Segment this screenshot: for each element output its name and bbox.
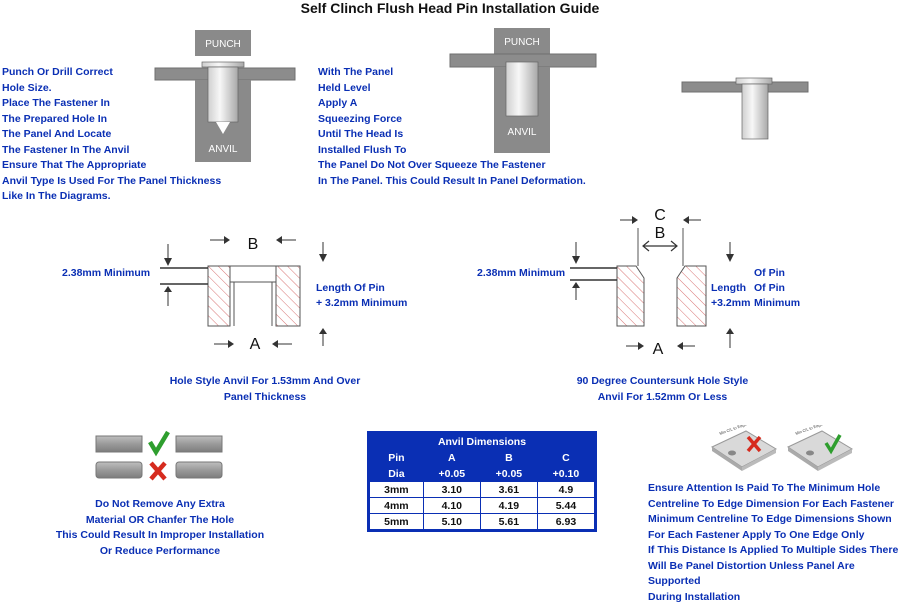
table-caption: Anvil Dimensions xyxy=(370,434,595,450)
note-line: Material OR Chanfer The Hole xyxy=(40,513,280,529)
note-line: For Each Fastener Apply To One Edge Only xyxy=(648,528,900,544)
column-header: +0.05 xyxy=(423,466,480,482)
caption-line: Anvil For 1.52mm Or Less xyxy=(560,390,765,406)
dimension-a-label: A xyxy=(653,341,664,358)
edge-distance-note: Ensure Attention Is Paid To The Minimum … xyxy=(648,481,900,605)
note-line: Will Be Panel Distortion Unless Panel Ar… xyxy=(648,559,900,590)
table-cell: 3mm xyxy=(370,482,424,498)
step-line: Like In The Diagrams. xyxy=(2,189,221,205)
dimension-b-label: B xyxy=(248,236,259,253)
anvil-dimensions-table: Anvil Dimensions Pin A B C Dia +0.05 +0.… xyxy=(369,433,595,530)
step-line: The Panel Do Not Over Squeeze The Fasten… xyxy=(318,158,586,174)
anvil-label: ANVIL xyxy=(508,127,537,138)
dimension-a-label: A xyxy=(250,336,261,353)
note-line: Ensure Attention Is Paid To The Minimum … xyxy=(648,481,900,497)
fastener-pin xyxy=(208,67,238,122)
caption-line: 90 Degree Countersunk Hole Style xyxy=(560,374,765,390)
table-row: 5mm 5.10 5.61 6.93 xyxy=(370,514,595,530)
table-cell: 4.9 xyxy=(537,482,594,498)
table-cell: 5.10 xyxy=(423,514,480,530)
step-line: In The Panel. This Could Result In Panel… xyxy=(318,174,586,190)
panel-wrong: Min C/L to Edge xyxy=(712,425,776,471)
countersunk-minimum-label: Minimum xyxy=(754,296,800,312)
hole-min-label: 2.38mm Minimum xyxy=(62,266,150,282)
table-cell: 4.10 xyxy=(423,498,480,514)
note-line: Or Reduce Performance xyxy=(40,544,280,560)
hole-style-anvil-diagram: B A xyxy=(150,228,340,358)
countersunk-anvil-diagram: C B A xyxy=(560,200,750,358)
edge-distance-illustration: Min C/L to Edge Min C/L to Edge xyxy=(700,425,870,475)
page-title: Self Clinch Flush Head Pin Installation … xyxy=(0,0,900,16)
press-after-illustration: PUNCH ANVIL xyxy=(448,26,598,158)
countersunk-caption: 90 Degree Countersunk Hole Style Anvil F… xyxy=(560,374,765,405)
table-cell: 5.44 xyxy=(537,498,594,514)
chamfer-warning-text: Do Not Remove Any Extra Material OR Chan… xyxy=(40,497,280,559)
column-header: +0.05 xyxy=(480,466,537,482)
column-header: Dia xyxy=(370,466,424,482)
table-cell: 4.19 xyxy=(480,498,537,514)
note-line: This Could Result In Improper Installati… xyxy=(40,528,280,544)
chamfer-comparison-illustration xyxy=(92,430,228,486)
dimension-b-label: B xyxy=(655,225,666,242)
column-header: Pin xyxy=(370,450,424,466)
table-cell: 6.93 xyxy=(537,514,594,530)
installed-pin-illustration xyxy=(680,70,810,142)
table-cell: 3.61 xyxy=(480,482,537,498)
note-line: During Installation xyxy=(648,590,900,605)
dimension-c-label: C xyxy=(654,207,666,224)
hole-style-caption: Hole Style Anvil For 1.53mm And Over Pan… xyxy=(150,374,380,405)
countersunk-min-label: 2.38mm Minimum xyxy=(477,266,565,282)
anvil-label: ANVIL xyxy=(209,144,238,155)
step-line: Anvil Type Is Used For The Panel Thickne… xyxy=(2,174,221,190)
caption-line: Hole Style Anvil For 1.53mm And Over xyxy=(150,374,380,390)
column-header: B xyxy=(480,450,537,466)
column-header: C xyxy=(537,450,594,466)
table-row: 4mm 4.10 4.19 5.44 xyxy=(370,498,595,514)
table-cell: 5.61 xyxy=(480,514,537,530)
press-before-illustration: PUNCH ANVIL xyxy=(150,26,300,166)
table-cell: 4mm xyxy=(370,498,424,514)
note-line: If This Distance Is Applied To Multiple … xyxy=(648,543,900,559)
table-row: 3mm 3.10 3.61 4.9 xyxy=(370,482,595,498)
column-header: A xyxy=(423,450,480,466)
panel-correct: Min C/L to Edge xyxy=(788,425,852,471)
countersunk-length-line-1: Of Pin xyxy=(754,266,785,282)
note-line: Centreline To Edge Dimension For Each Fa… xyxy=(648,497,900,513)
caption-line: Panel Thickness xyxy=(150,390,380,406)
note-line: Do Not Remove Any Extra xyxy=(40,497,280,513)
countersunk-length-line-2: Of Pin xyxy=(754,281,785,297)
table-cell: 3.10 xyxy=(423,482,480,498)
check-icon xyxy=(150,432,168,452)
table-cell: 5mm xyxy=(370,514,424,530)
column-header: +0.10 xyxy=(537,466,594,482)
punch-label: PUNCH xyxy=(504,37,540,48)
note-line: Minimum Centreline To Edge Dimensions Sh… xyxy=(648,512,900,528)
punch-label: PUNCH xyxy=(205,39,241,50)
cross-icon xyxy=(151,463,165,479)
